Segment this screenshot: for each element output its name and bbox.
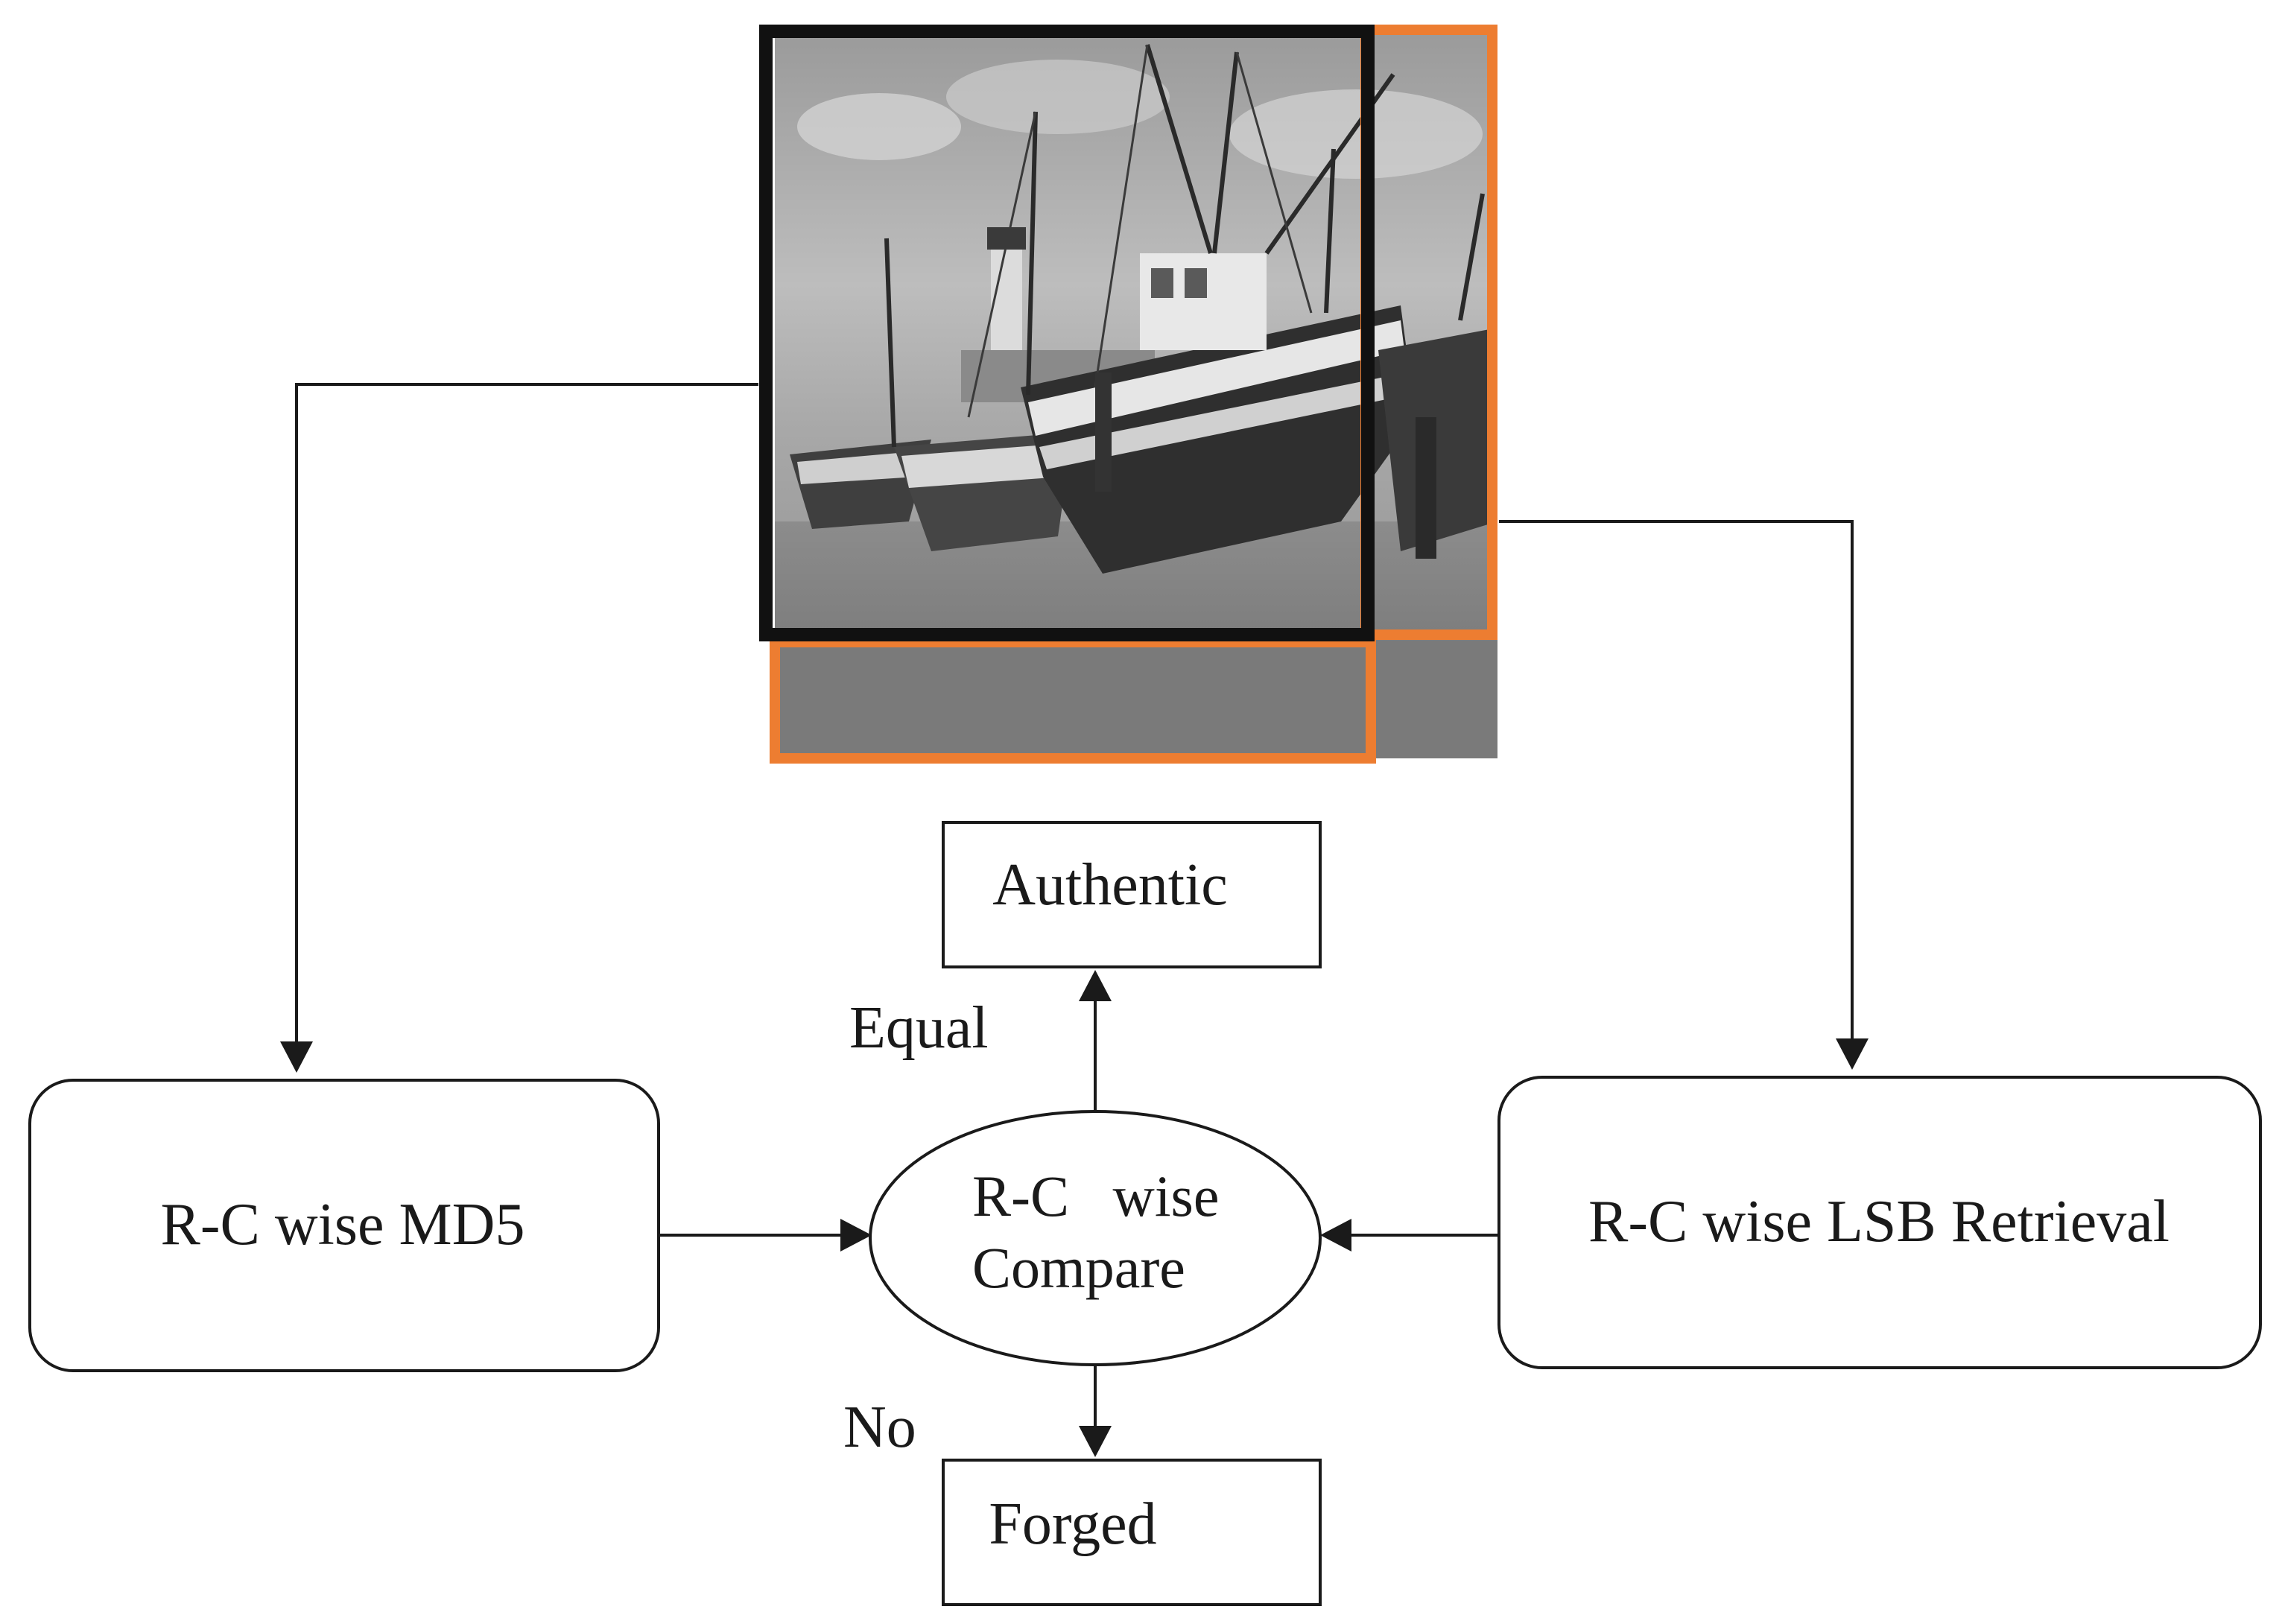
forged-label: Forged	[989, 1491, 1156, 1557]
lsb-node: R-C wise LSB Retrieval	[1497, 1076, 2262, 1369]
edge-label-no: No	[843, 1395, 916, 1460]
harbor-photo	[775, 30, 1497, 758]
compare-node: R-C wise Compare	[869, 1110, 1322, 1366]
original-image-frame	[759, 25, 1375, 641]
edge-md5-to-compare	[659, 1219, 872, 1252]
forged-node: Forged	[942, 1459, 1322, 1606]
authentic-label: Authentic	[992, 852, 1227, 918]
shifted-frame-bottom	[770, 637, 1376, 764]
edge-photo-to-md5	[280, 383, 758, 1073]
compare-label-line1: R-C wise	[972, 1164, 1220, 1228]
edge-label-equal: Equal	[849, 995, 989, 1061]
compare-label-line2: Compare	[972, 1235, 1185, 1300]
md5-label: R-C wise MD5	[161, 1192, 525, 1257]
edge-lsb-to-compare	[1320, 1219, 1499, 1252]
edge-photo-to-lsb	[1499, 520, 1869, 1070]
md5-node: R-C wise MD5	[28, 1079, 660, 1372]
authentic-node: Authentic	[942, 821, 1322, 968]
lsb-label: R-C wise LSB Retrieval	[1588, 1189, 2170, 1255]
edge-compare-to-authentic	[1079, 970, 1112, 1111]
edge-compare-to-forged	[1079, 1365, 1112, 1457]
